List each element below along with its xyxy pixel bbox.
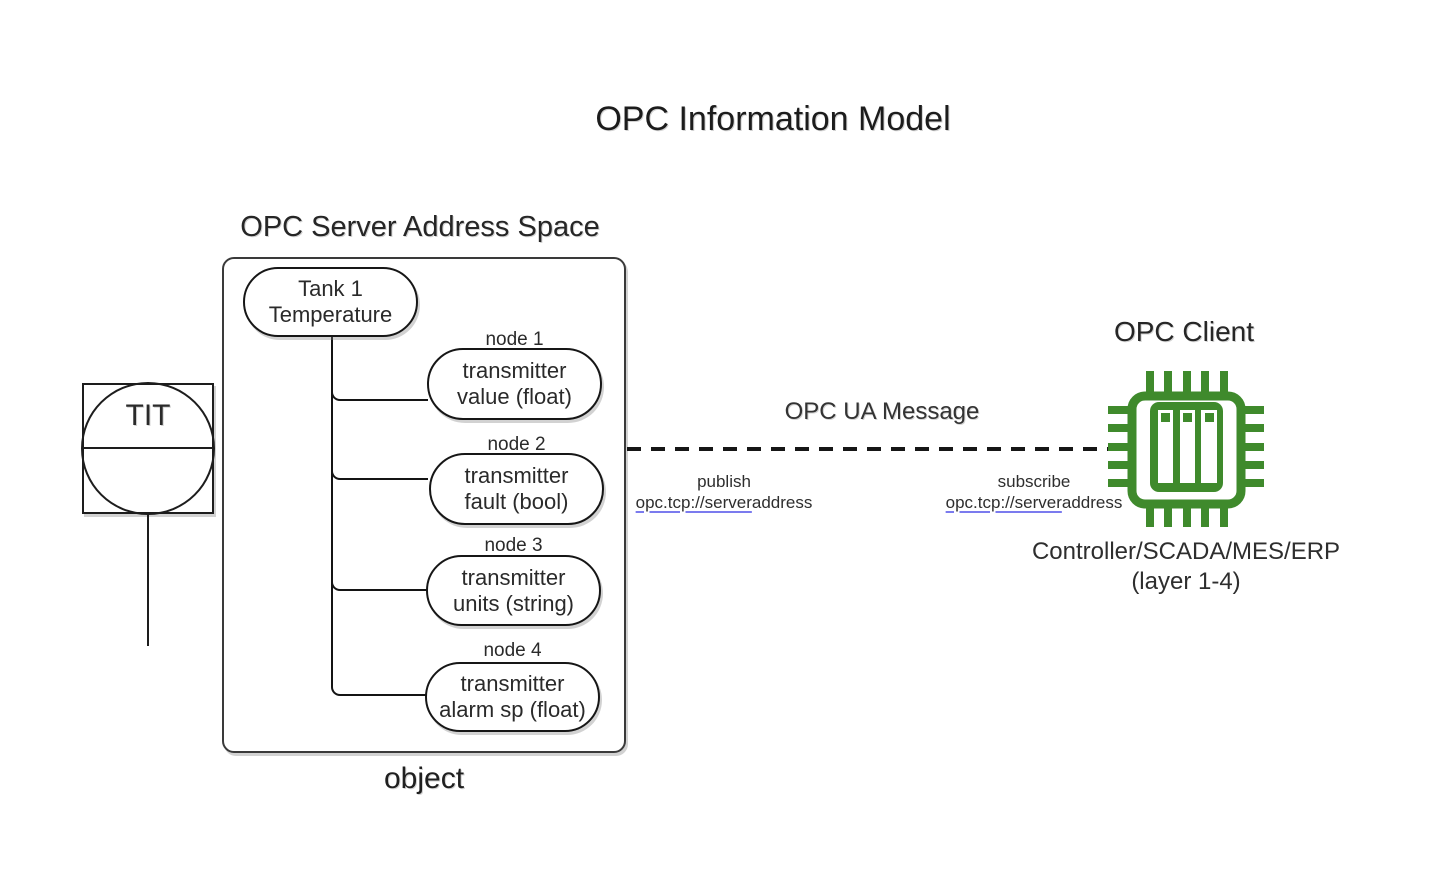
instrument-divider-line xyxy=(82,447,214,449)
publish-annotation: publish opc.tcp://serveraddress xyxy=(594,471,854,513)
node-4-line1: transmitter xyxy=(460,671,565,696)
message-dashed-line xyxy=(627,447,1109,451)
node-4-line2: alarm sp (float) xyxy=(439,697,586,722)
subscribe-annotation: subscribe opc.tcp://serveraddress xyxy=(904,471,1164,513)
instrument-stem-line xyxy=(147,514,149,646)
node-2-line1: transmitter xyxy=(464,463,569,488)
publish-label: publish xyxy=(697,472,751,491)
node-3-line2: units (string) xyxy=(452,590,575,616)
connector-node-4 xyxy=(331,337,428,696)
tank-node-line2: Temperature xyxy=(268,302,393,327)
node-2-shape: transmitter fault (bool) xyxy=(429,453,604,525)
node-1-shape: transmitter value (float) xyxy=(427,348,602,420)
instrument-tag: TIT xyxy=(125,399,171,432)
chip-slot-dots xyxy=(1161,413,1214,422)
publish-address-link[interactable]: opc.tcp://server xyxy=(635,493,752,512)
node-3-shape: transmitter units (string) xyxy=(426,555,601,626)
node-2-label: node 2 xyxy=(487,434,546,455)
publish-address: opc.tcp://serveraddress xyxy=(594,492,854,513)
node-1-label: node 1 xyxy=(485,329,544,350)
node-4-label: node 4 xyxy=(483,640,542,661)
subscribe-address-rest: address xyxy=(1061,493,1123,512)
node-3-line1: transmitter xyxy=(461,564,566,590)
client-heading: OPC Client xyxy=(1113,316,1255,347)
page-title: OPC Information Model xyxy=(595,100,951,138)
node-1-line2: value (float) xyxy=(457,384,572,409)
node-4-shape: transmitter alarm sp (float) xyxy=(425,662,600,732)
server-address-space-heading: OPC Server Address Space xyxy=(240,211,600,243)
chip-pins xyxy=(1108,371,1264,527)
subscribe-label: subscribe xyxy=(997,472,1071,491)
node-1-line1: transmitter xyxy=(462,358,567,383)
publish-address-rest: address xyxy=(751,493,813,512)
tank-node-shape: Tank 1 Temperature xyxy=(243,267,418,337)
client-caption-line1: Controller/SCADA/MES/ERP xyxy=(1031,538,1341,565)
cpu-chip-icon xyxy=(1108,371,1264,527)
chip-core-slots xyxy=(1158,410,1217,483)
object-caption: object xyxy=(383,762,465,795)
client-caption-line2: (layer 1-4) xyxy=(1131,568,1241,595)
client-caption: Controller/SCADA/MES/ERP (layer 1-4) xyxy=(986,537,1386,597)
message-heading: OPC UA Message xyxy=(784,398,980,425)
tank-node-line1: Tank 1 xyxy=(298,276,363,301)
subscribe-address: opc.tcp://serveraddress xyxy=(904,492,1164,513)
node-2-line2: fault (bool) xyxy=(464,489,569,514)
node-3-label: node 3 xyxy=(484,535,543,556)
subscribe-address-link[interactable]: opc.tcp://server xyxy=(945,493,1062,512)
